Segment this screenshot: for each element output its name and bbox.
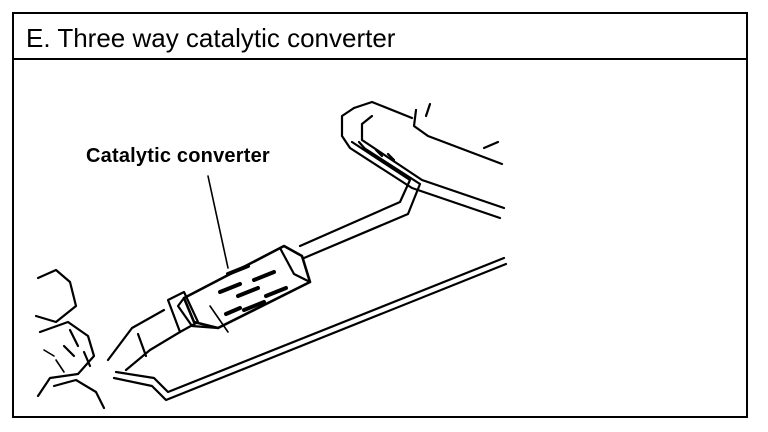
heat-shield-rail	[112, 256, 508, 402]
diagram-frame: E. Three way catalytic converter	[12, 12, 748, 418]
diagram-title: E. Three way catalytic converter	[26, 23, 396, 53]
catalytic-converter-body	[176, 244, 312, 333]
diagram-header: E. Three way catalytic converter	[14, 14, 746, 60]
floor-panel-outline	[340, 100, 506, 220]
callout-leader-line	[207, 175, 229, 269]
exhaust-manifold	[34, 268, 106, 410]
exhaust-illustration	[34, 100, 508, 410]
catalytic-converter-label: Catalytic converter	[86, 145, 270, 167]
front-pipe	[106, 290, 200, 372]
exhaust-pipe	[298, 140, 422, 260]
